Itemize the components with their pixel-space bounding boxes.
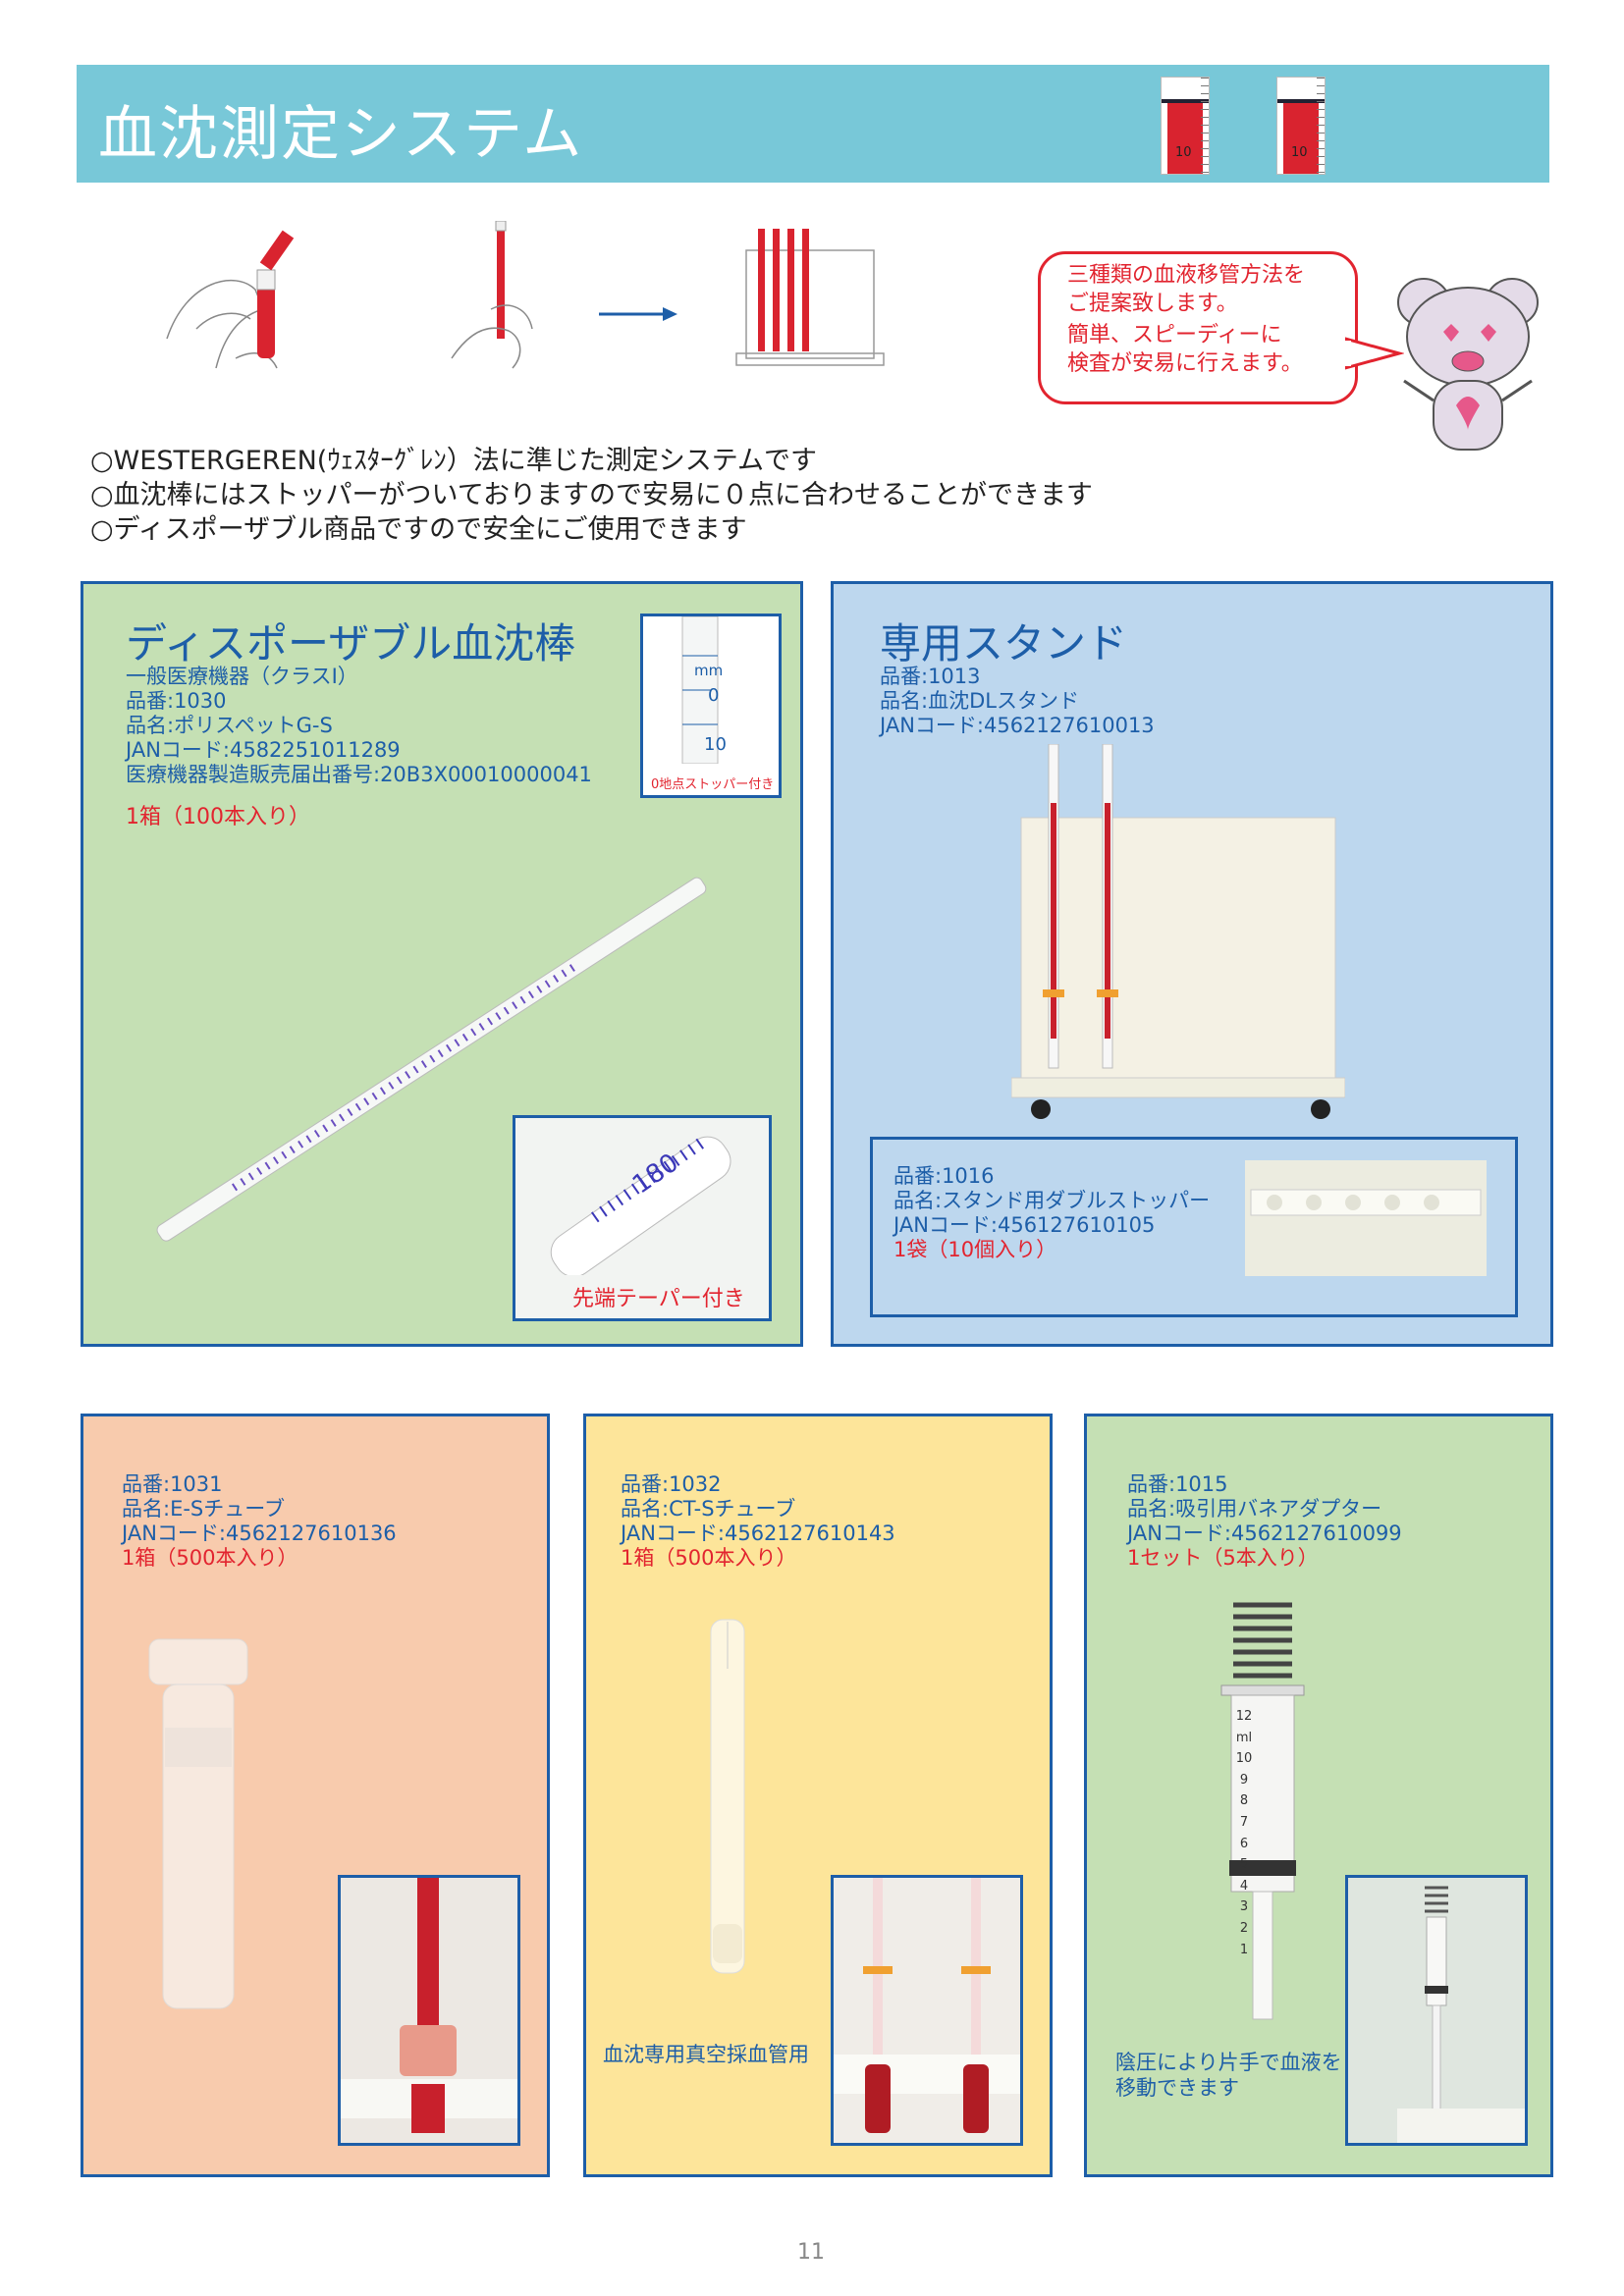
cts-tube-photo — [831, 1875, 1023, 2146]
syringe-scale-label: 9 — [1239, 1772, 1249, 1788]
sed-rod — [497, 226, 505, 339]
syringe-scale-label: ml — [1235, 1730, 1253, 1745]
rod-spec: 一般医療機器（クラスⅠ） — [126, 665, 358, 688]
adapter-panel — [1084, 1414, 1553, 2177]
adapter-package: 1セット（5本入り） — [1127, 1546, 1319, 1570]
stand-spec: JANコード:4562127610013 — [880, 714, 1155, 737]
mascot-icon — [1397, 278, 1539, 451]
intro-text: ○WESTERGEREN(ｳｪｽﾀｰｸﾞﾚﾝ）法に準じた測定システムです — [90, 446, 817, 476]
cts-spec: JANコード:4562127610143 — [621, 1522, 895, 1545]
cts-spec: 品名:CT-Sチューブ — [621, 1497, 796, 1521]
syringe-illustration — [1220, 1602, 1305, 2020]
bubble-text: 簡単、スピーディーに — [1067, 323, 1282, 347]
rod-scale-label: mm — [694, 662, 724, 679]
syringe-scale-label: 8 — [1239, 1793, 1249, 1809]
stand-spec: 品名:血沈DLスタンド — [880, 689, 1079, 713]
adapter-spec: JANコード:4562127610099 — [1127, 1522, 1402, 1545]
syringe-scale-label: 1 — [1239, 1942, 1249, 1957]
syringe-scale: 12 ml 10 9 8 7 6 5 4 3 2 1 — [1229, 1706, 1259, 1960]
adapter-spec: 品番:1015 — [1127, 1472, 1228, 1496]
es-spec: 品番:1031 — [122, 1472, 223, 1496]
adapter-spec: 品名:吸引用バネアダプター — [1127, 1497, 1382, 1521]
gauge-label: 10 — [1291, 145, 1308, 160]
process-illustration — [166, 221, 885, 369]
intro-text: ○ディスポーザブル商品ですので安全にご使用できます — [90, 514, 747, 545]
stand-spec: 品番:1013 — [880, 665, 981, 688]
syringe-scale-label: 4 — [1239, 1878, 1249, 1894]
gauge-label: 10 — [1175, 145, 1192, 160]
adapter-caption: 陰圧により片手で血液を — [1115, 2051, 1342, 2074]
rod-spec: JANコード:4582251011289 — [126, 738, 401, 762]
syringe-scale-label: 7 — [1239, 1814, 1249, 1830]
gauge-icon-1: 10 — [1161, 77, 1210, 175]
rod-tip-caption: 先端テーパー付き — [572, 1287, 745, 1311]
blood-tube — [257, 270, 275, 358]
rod-spec: 品番:1030 — [126, 689, 227, 713]
speech-bubble — [1038, 251, 1358, 404]
rod-tip-photo: 180 先端テーパー付き — [513, 1115, 772, 1321]
syringe-scale-label: 2 — [1239, 1920, 1249, 1936]
es-package: 1箱（500本入り） — [122, 1546, 298, 1570]
es-tube-illustration — [148, 1638, 248, 2009]
rod-stopper-photo: mm 0 10 0地点ストッパー付き — [640, 614, 782, 798]
bubble-text: 三種類の血液移管方法を — [1067, 263, 1306, 288]
cts-tube-illustration — [710, 1619, 745, 1974]
sed-rod-illustration — [156, 877, 707, 1242]
intro-text: ○血沈棒にはストッパーがついておりますので安易に０点に合わせることができます — [90, 480, 1093, 510]
syringe-scale-label: 6 — [1239, 1836, 1249, 1851]
rod-spec: 医療機器製造販売届出番号:20B3X00010000041 — [126, 763, 592, 786]
syringe-scale-label: 5 — [1239, 1857, 1249, 1873]
es-spec: 品名:E-Sチューブ — [122, 1497, 285, 1521]
es-tube-photo — [338, 1875, 520, 2146]
stand-title: 専用スタンド — [880, 619, 1128, 667]
arrow-right-icon — [663, 307, 677, 321]
gauge-icon-2: 10 — [1276, 77, 1326, 175]
stopper-photo — [1245, 1160, 1487, 1276]
cts-package: 1箱（500本入り） — [621, 1546, 797, 1570]
page-number: 11 — [797, 2240, 825, 2265]
stand-photo — [1011, 744, 1345, 1119]
stand-illustration — [735, 249, 885, 366]
rod-inset-caption: 0地点ストッパー付き — [651, 777, 775, 792]
bubble-text: 検査が安易に行えます。 — [1067, 351, 1303, 376]
cts-spec: 品番:1032 — [621, 1472, 722, 1496]
rod-scale-label: 0 — [708, 685, 720, 706]
rod-scale-label: 10 — [704, 734, 727, 755]
bubble-text: ご提案致します。 — [1067, 292, 1238, 316]
stopper-spec: 品番:1016 — [893, 1164, 995, 1188]
stopper-spec: JANコード:456127610105 — [893, 1213, 1156, 1237]
stopper-spec: 品名:スタンド用ダブルストッパー — [893, 1189, 1211, 1212]
syringe-scale-label: 12 — [1235, 1709, 1253, 1724]
page-title: 血沈測定システム — [98, 100, 584, 169]
stopper-package: 1袋（10個入り） — [893, 1238, 1057, 1261]
syringe-scale-label: 10 — [1235, 1751, 1253, 1767]
syringe-scale-label: 3 — [1239, 1899, 1249, 1915]
bubble-tail — [1345, 337, 1404, 370]
es-spec: JANコード:4562127610136 — [122, 1522, 397, 1545]
rod-package: 1箱（100本入り） — [126, 805, 310, 829]
cts-caption: 血沈専用真空採血管用 — [603, 2043, 809, 2066]
rod-title: ディスポーザブル血沈棒 — [126, 619, 576, 667]
adapter-photo — [1345, 1875, 1528, 2146]
adapter-caption: 移動できます — [1115, 2076, 1239, 2100]
rod-spec: 品名:ポリスペットG-S — [126, 714, 333, 737]
